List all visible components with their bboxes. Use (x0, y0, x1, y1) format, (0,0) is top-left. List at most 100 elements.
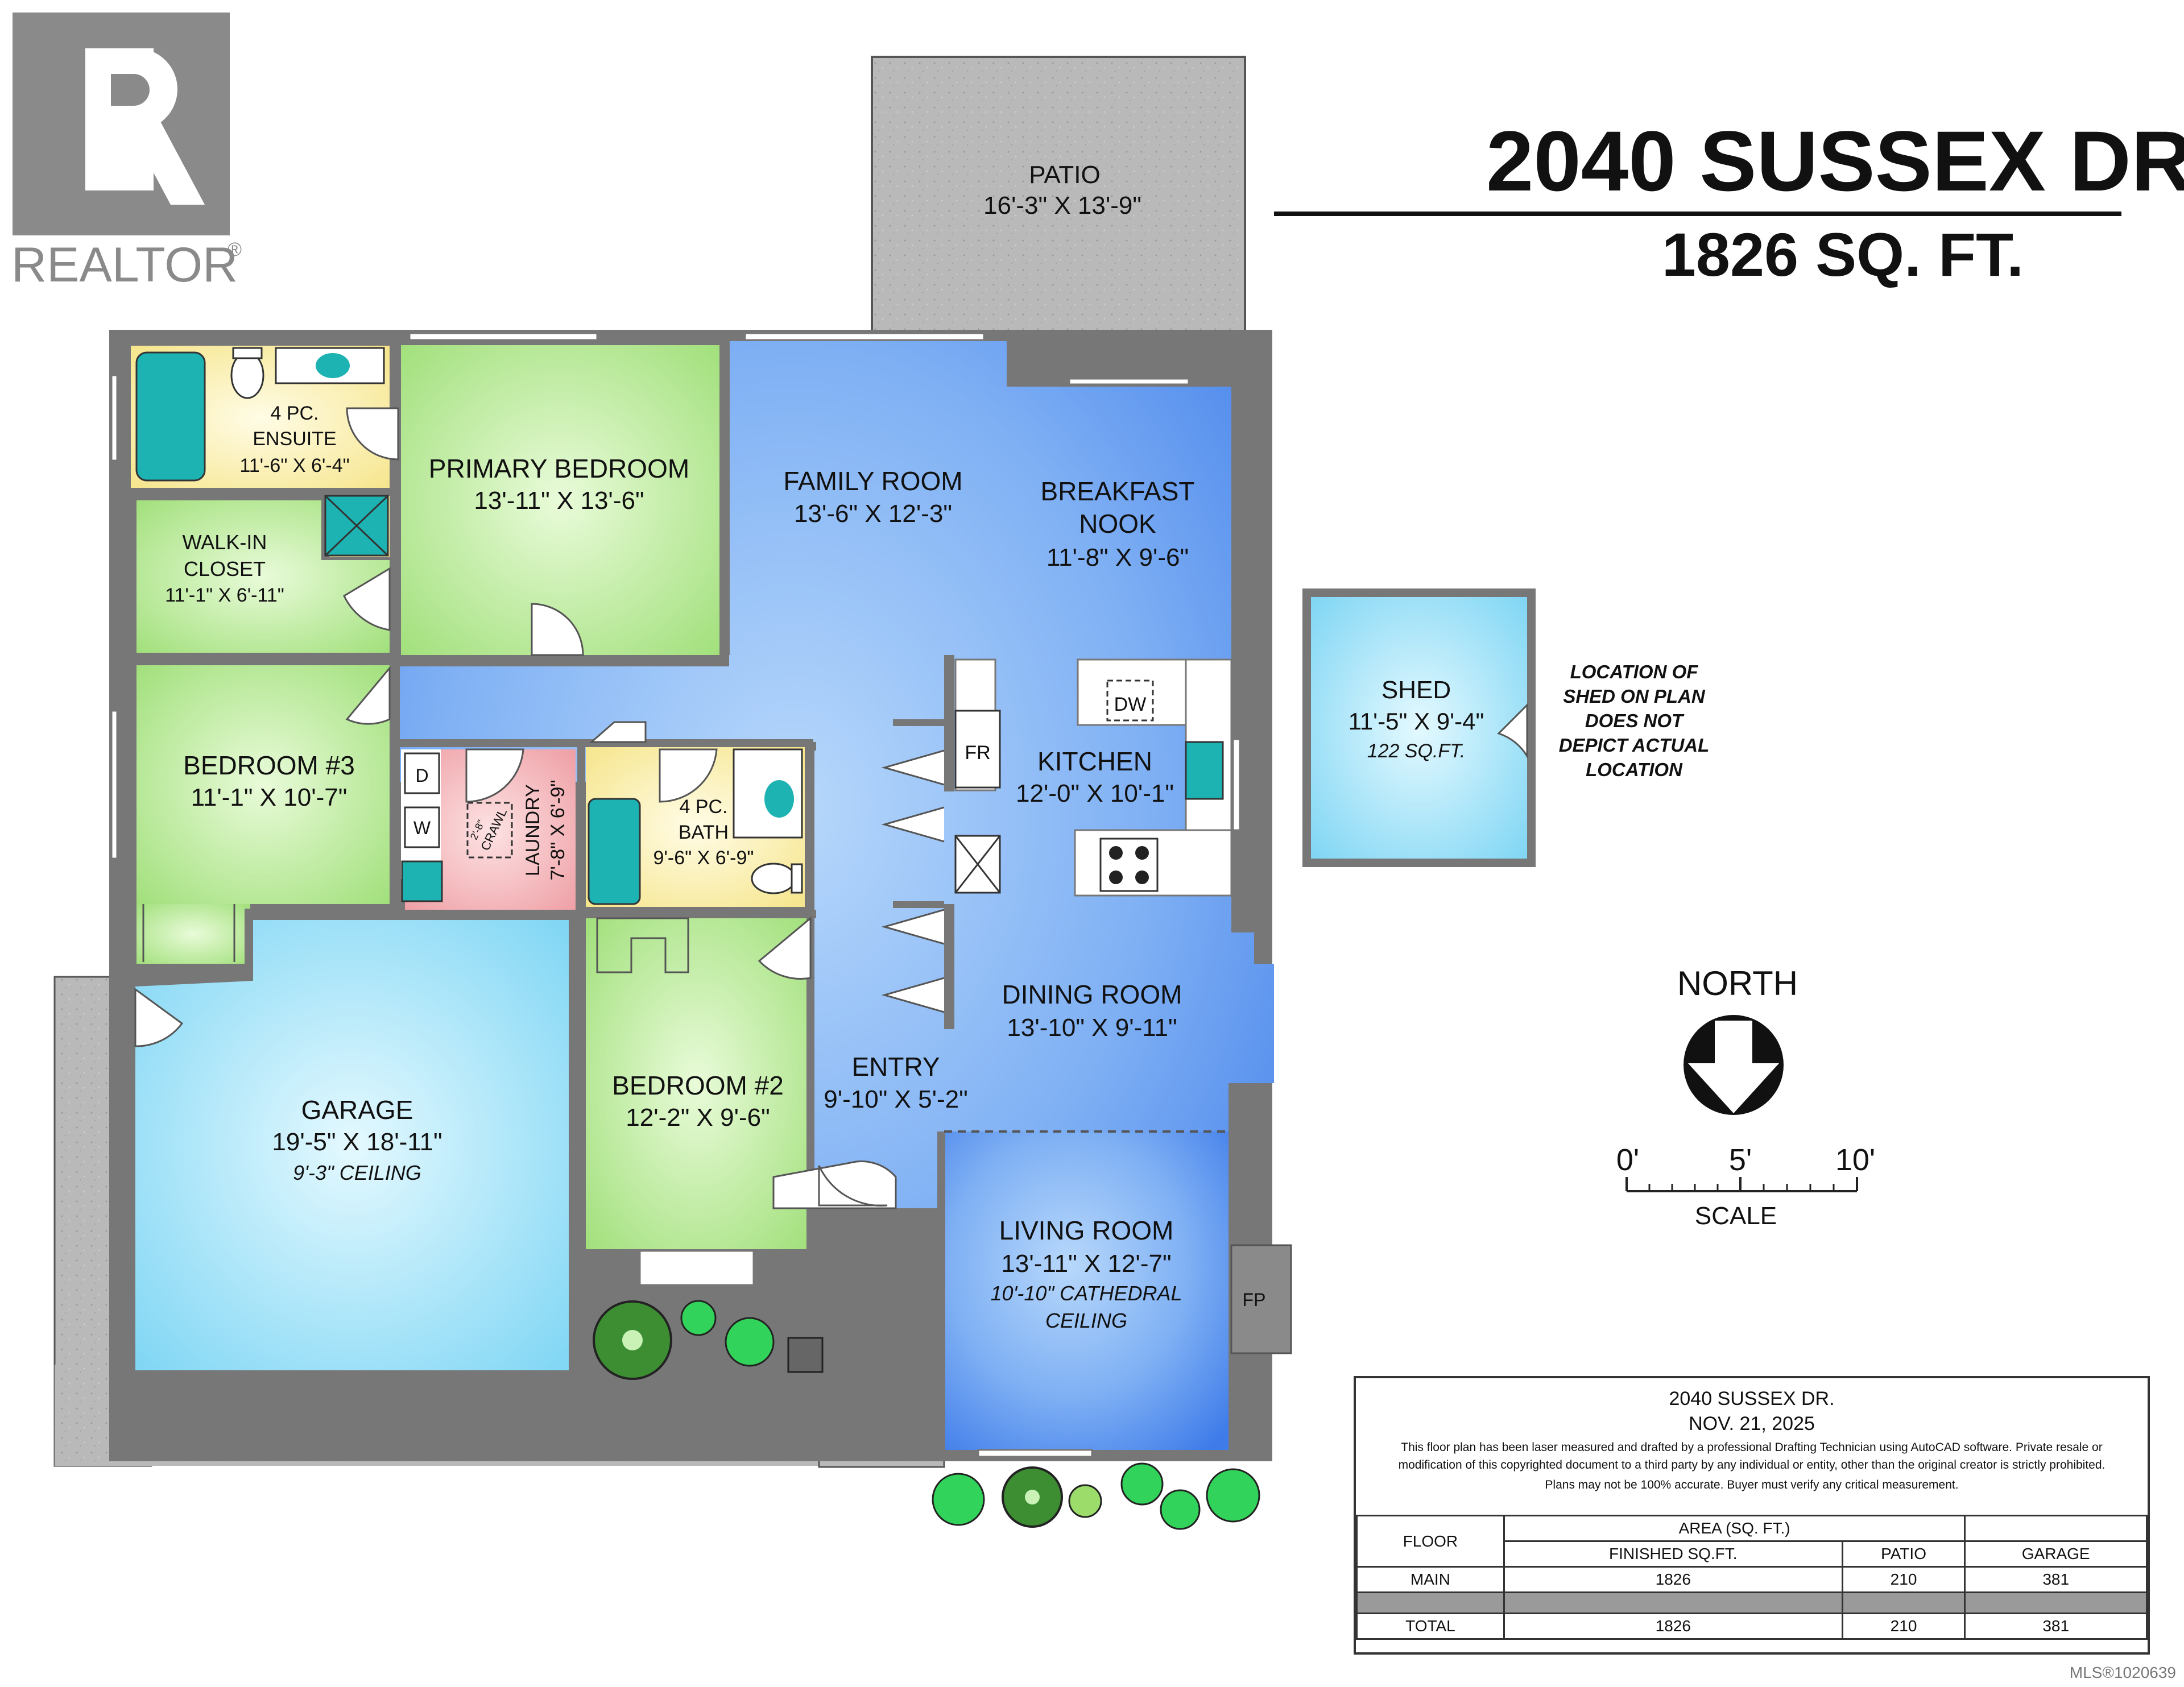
shed-note-line: LOCATION (1586, 759, 1683, 780)
bedroom-2-name: BEDROOM #2 (612, 1071, 784, 1100)
interior-walls (131, 341, 1236, 1450)
nook-name-2: NOOK (1079, 509, 1156, 538)
info-title: 2040 SUSSEX DR. (1669, 1388, 1835, 1410)
shrub-icon (680, 1300, 717, 1336)
svg-text:10': 10' (1835, 1143, 1875, 1177)
crawl-hatch (466, 802, 513, 859)
family-room-name: FAMILY ROOM (783, 466, 962, 496)
address-title: 2040 SUSSEX DRIVE (1486, 113, 2184, 209)
patio-dims: 16'-3" X 13'-9" (983, 192, 1141, 219)
laundry-name: LAUNDRY (522, 784, 544, 876)
realtor-wordmark: REALTOR (11, 238, 238, 292)
table-row: MAIN 1826 210 381 (1356, 1566, 2148, 1593)
svg-text:®: ® (228, 239, 242, 260)
garage-note: 9'-3" CEILING (293, 1161, 421, 1184)
shed-area: 122 SQ.FT. (1367, 740, 1466, 762)
dining-room-dims: 13'-10" X 9'-11" (1007, 1014, 1177, 1042)
dining-room-name: DINING ROOM (1002, 980, 1182, 1009)
scale-bar: 0' 5' 10' SCALE (1616, 1143, 1875, 1230)
garage (135, 920, 569, 1370)
info-disclaimer: This floor plan has been laser measured … (1398, 1441, 2106, 1472)
windows (110, 332, 1241, 1458)
col-patio: PATIO (1841, 1540, 1966, 1568)
compass-label: NORTH (1677, 964, 1798, 1002)
svg-text:5': 5' (1729, 1143, 1752, 1177)
bedroom-2-dims: 12'-2" X 9'-6" (626, 1104, 770, 1131)
stove-icon (1099, 838, 1159, 892)
bedroom-3 (136, 665, 390, 904)
shed (1311, 597, 1527, 859)
col-finished: FINISHED SQ.FT. (1503, 1540, 1843, 1568)
closet-dims: 11'-1" X 6'-11" (165, 585, 284, 606)
north-arrow-icon: NORTH (1677, 964, 1798, 1115)
room-labels: PATIO 16'-3" X 13'-9" 4 PC. ENSUITE 11'-… (165, 161, 1709, 1332)
shed-note-line: LOCATION OF (1570, 661, 1699, 682)
svg-text:FR: FR (965, 742, 990, 764)
dryer-icon (404, 752, 440, 794)
nook-name: BREAKFAST (1041, 476, 1195, 506)
total-area: 1826 SQ. FT. (1662, 220, 2024, 289)
shed-note-line: DOES NOT (1585, 710, 1685, 731)
shrub-icon (1068, 1484, 1102, 1518)
garage-name: GARAGE (301, 1095, 413, 1125)
doors (134, 407, 945, 1209)
kitchen-name: KITCHEN (1037, 747, 1152, 776)
svg-text:FP: FP (1243, 1290, 1266, 1310)
closet-name-2: CLOSET (184, 557, 266, 581)
kitchen-fixtures: DW FR (954, 658, 1232, 897)
primary-bedroom-name: PRIMARY BEDROOM (429, 454, 689, 483)
living-room-dims: 13'-11" X 12'-7" (1001, 1250, 1171, 1278)
col-floor: FLOOR (1356, 1515, 1505, 1568)
bedroom-3-name: BEDROOM #3 (183, 751, 355, 780)
family-room-dims: 13'-6" X 12'-3" (794, 500, 952, 528)
bathtub-icon (135, 351, 206, 482)
landscaping (593, 1300, 1260, 1530)
bath-dims: 9'-6" X 6'-9" (653, 847, 754, 869)
svg-text:W: W (413, 818, 431, 838)
kitchen-dims: 12'-0" X 10'-1" (1016, 780, 1174, 807)
garage-dims: 19'-5" X 18'-11" (272, 1128, 442, 1156)
patio-name: PATIO (1029, 161, 1101, 189)
living-room-note: 10'-10" CATHEDRAL (990, 1282, 1182, 1305)
shed-note-line: DEPICT ACTUAL (1559, 735, 1710, 756)
shower-icon (324, 495, 389, 557)
bathtub-icon (588, 798, 641, 905)
area-header: AREA (SQ. FT.) (1503, 1515, 1966, 1542)
living-room-note-2: CEILING (1045, 1309, 1127, 1332)
sink-icon (1185, 741, 1224, 800)
shrub-icon (1206, 1468, 1260, 1523)
dishwasher (1106, 679, 1154, 722)
shed-name: SHED (1381, 676, 1451, 704)
toilet-icon (230, 351, 264, 399)
table-spacer-row (1356, 1591, 2148, 1614)
shed-dims: 11'-5" X 9'-4" (1349, 708, 1484, 735)
primary-bedroom-dims: 13'-11" X 13'-6" (474, 487, 644, 515)
toilet-icon (751, 863, 796, 894)
info-accuracy: Plans may not be 100% accurate. Buyer mu… (1545, 1478, 1959, 1491)
realtor-logo: REALTOR ® (11, 13, 242, 292)
primary-bedroom (401, 345, 719, 655)
fireplace (1230, 1244, 1292, 1354)
laundry-sink-icon (401, 860, 443, 902)
sink-icon (764, 780, 794, 818)
walk-in-closet (136, 500, 390, 653)
patio (871, 56, 1246, 379)
bath-name-2: BATH (679, 822, 729, 843)
svg-text:SCALE: SCALE (1695, 1202, 1777, 1230)
ensuite-name-2: ENSUITE (253, 428, 336, 450)
laundry-dims: 7'-8" X 6'-9" (547, 780, 569, 881)
shrub-icon (932, 1473, 985, 1526)
svg-text:D: D (415, 765, 428, 786)
bedroom-3-dims: 11'-1" X 10'-7" (191, 784, 348, 811)
shrub-icon (1120, 1462, 1164, 1506)
ensuite-name: 4 PC. (270, 403, 318, 424)
svg-text:0': 0' (1616, 1143, 1639, 1177)
area-table: FLOOR AREA (SQ. FT.) FINISHED SQ.FT. PAT… (1356, 1515, 2148, 1640)
mls-number: MLS®1020639 (2069, 1664, 2176, 1681)
sink-icon (316, 353, 350, 378)
bath-fixtures (135, 347, 803, 905)
shrub-icon (725, 1317, 775, 1367)
info-box: 2040 SUSSEX DR. NOV. 21, 2025 This floor… (1354, 1376, 2150, 1655)
washer-icon (404, 806, 440, 848)
